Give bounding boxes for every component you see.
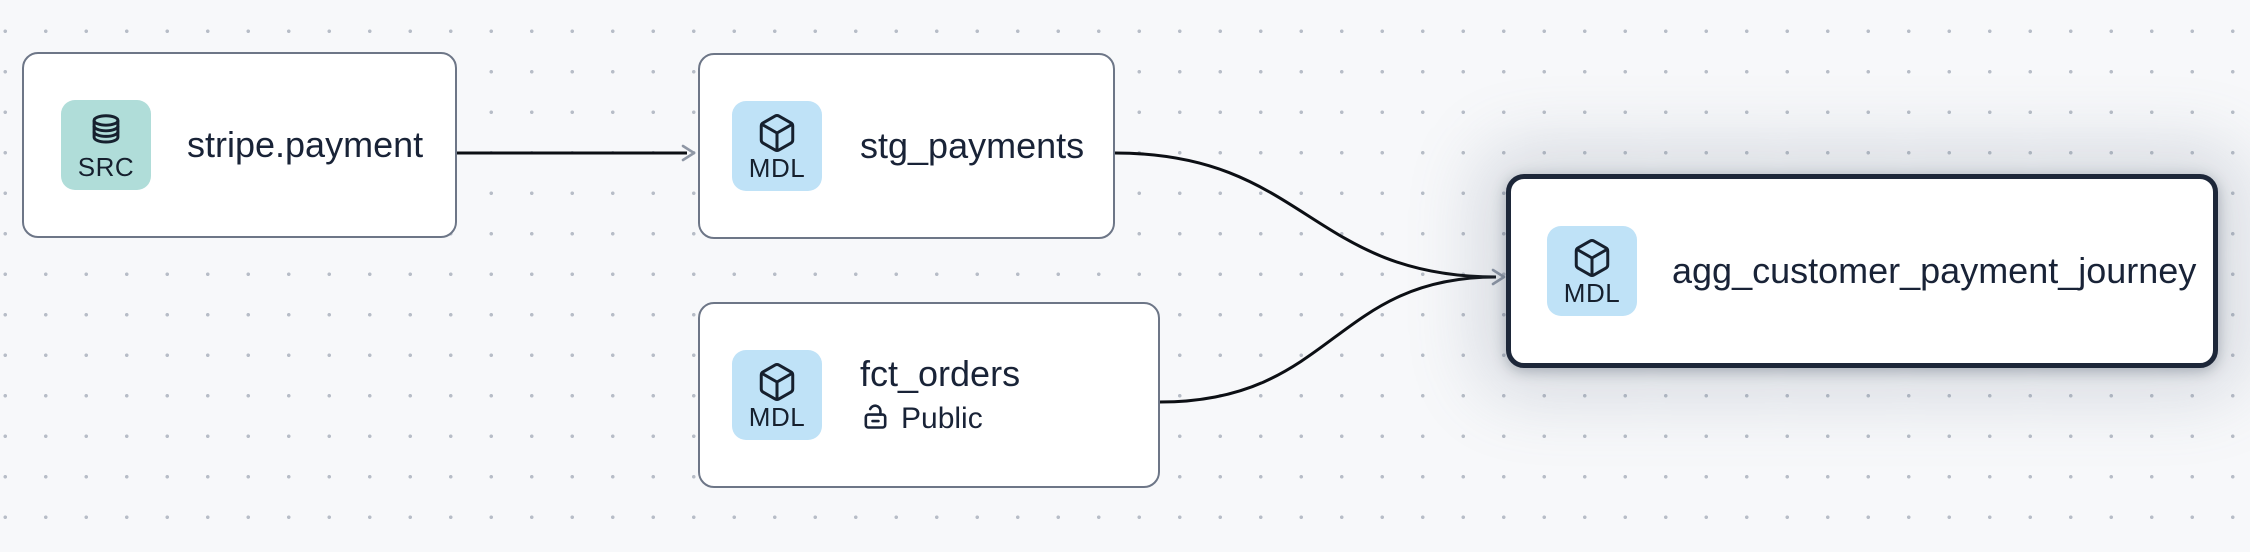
- cube-icon: [756, 112, 798, 154]
- badge-label: MDL: [748, 152, 806, 183]
- model-badge: MDL: [1547, 226, 1637, 316]
- source-badge: SRC: [61, 100, 151, 190]
- node-title: stg_payments: [860, 125, 1085, 167]
- model-badge: MDL: [732, 101, 822, 191]
- node-agg-customer-payment-journey[interactable]: MDL agg_customer_payment_journey: [1506, 174, 2218, 368]
- lock-open-icon: [860, 401, 891, 437]
- badge-label: MDL: [1563, 277, 1621, 308]
- model-badge: MDL: [732, 350, 822, 440]
- database-icon: [85, 111, 127, 153]
- node-title: stripe.payment: [187, 124, 424, 166]
- visibility-label: Public: [901, 402, 983, 436]
- arrowhead-icon: [1491, 268, 1506, 286]
- visibility-row: Public: [860, 401, 1020, 437]
- cube-icon: [1571, 237, 1613, 279]
- edge-stg-payments-to-agg-customer-payment-journey: [1114, 151, 1497, 279]
- badge-label: SRC: [77, 151, 135, 182]
- arrowhead-icon: [681, 144, 696, 162]
- node-title: agg_customer_payment_journey: [1672, 250, 2197, 292]
- cube-icon: [756, 361, 798, 403]
- node-stripe-payment[interactable]: SRC stripe.payment: [22, 52, 457, 238]
- badge-label: MDL: [748, 401, 806, 432]
- node-fct-orders[interactable]: MDL fct_orders Public: [698, 302, 1160, 488]
- node-title: fct_orders: [860, 352, 1021, 394]
- edge-fct-orders-to-agg-customer-payment-journey: [1159, 275, 1497, 404]
- node-stg-payments[interactable]: MDL stg_payments: [698, 53, 1115, 239]
